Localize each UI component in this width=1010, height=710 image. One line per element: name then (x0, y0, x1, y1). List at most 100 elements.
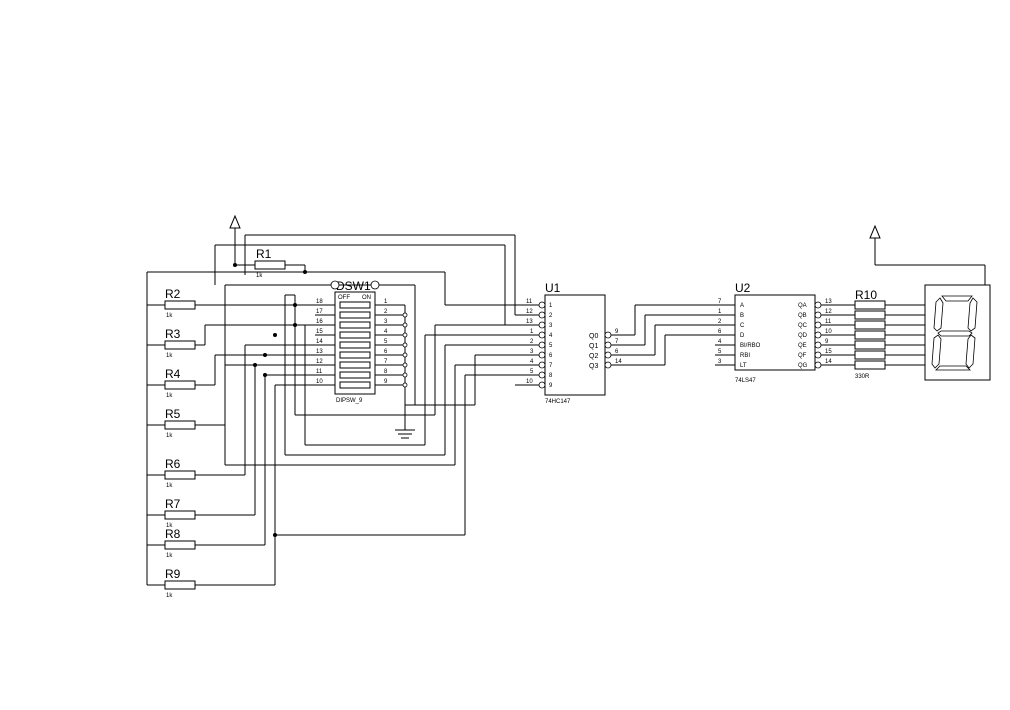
pin-number: 7 (718, 299, 722, 305)
switch-slot[interactable] (339, 301, 371, 309)
pin-label: QG (798, 363, 808, 369)
resistor-array-r10: R10 330R (854, 288, 886, 380)
pin-marker-icon (370, 280, 380, 290)
pin-number: 18 (316, 299, 323, 305)
pin-label: 5 (549, 343, 553, 349)
pin-number: 12 (316, 359, 323, 365)
pin-marker-icon (330, 280, 340, 290)
pin-number: 9 (825, 339, 829, 345)
pin-label: 1 (549, 303, 553, 309)
resistor-ref: R7 (165, 497, 181, 511)
ic-part: 74HC147 (545, 399, 571, 405)
switch-slot[interactable] (339, 341, 371, 349)
resistor-value: 1k (166, 393, 173, 399)
segment-d (935, 365, 971, 371)
pin-number: 9 (615, 329, 619, 335)
pin-label: QD (798, 333, 808, 339)
resistor-ref: R4 (165, 367, 181, 381)
pin-label: LT (740, 363, 747, 369)
pin-number: 14 (316, 339, 323, 345)
pin-number: 10 (526, 379, 533, 385)
switch-slot[interactable] (339, 331, 371, 339)
segment-e (931, 334, 942, 369)
ic-u1: U1 74HC147 11 12 13 1 2 3 4 5 10 1 2 3 4… (526, 281, 622, 405)
segment-c (965, 334, 976, 369)
switch-slot[interactable] (339, 381, 371, 389)
dipswitch-left-pins: 18 17 16 15 14 13 12 11 10 (316, 299, 323, 385)
segment-a (941, 295, 973, 302)
dipswitch-part: DIPSW_9 (336, 398, 363, 404)
resistor-ref: R8 (165, 527, 181, 541)
pin-number: 4 (530, 359, 534, 365)
pin-label: 3 (549, 323, 553, 329)
ic-u2: U2 74LS47 7 1 2 6 4 5 3 A B C D BI/RBO R… (718, 281, 832, 384)
resistor-array-ref: R10 (855, 288, 877, 302)
pin-number: 11 (825, 319, 832, 325)
pin-label: BI/RBO (740, 343, 761, 349)
pin-label: Q2 (589, 353, 598, 360)
resistor-r5: R5 1k (164, 407, 196, 439)
pin-number: 13 (316, 349, 323, 355)
pin-label: QF (798, 353, 807, 359)
pin-label: QC (798, 323, 808, 329)
pin-number: 15 (825, 349, 832, 355)
resistor-ref: R5 (165, 407, 181, 421)
pin-label: Q0 (589, 333, 598, 340)
pin-number: 10 (316, 379, 323, 385)
pin-number: 5 (384, 339, 388, 345)
pin-label: A (740, 303, 744, 309)
resistor-ref: R6 (165, 457, 181, 471)
pin-number: 13 (825, 299, 832, 305)
pin-label: Q1 (589, 343, 598, 350)
junction-dots (233, 263, 307, 537)
resistor-r9: R9 1k (164, 567, 196, 599)
dipswitch-bus-dots (402, 312, 408, 388)
switch-slot[interactable] (339, 371, 371, 379)
resistor-value: 1k (166, 553, 173, 559)
pin-number: 10 (825, 329, 832, 335)
dipswitch-right-pins: 1 2 3 4 5 6 7 8 9 (384, 299, 388, 385)
resistor-value: 1k (166, 353, 173, 359)
pin-number: 7 (384, 359, 388, 365)
pin-label: 6 (549, 353, 553, 359)
resistor-value: 1k (166, 433, 173, 439)
resistor-r4: R4 1k (164, 367, 196, 399)
pin-number: 2 (718, 319, 722, 325)
pin-number: 2 (384, 309, 388, 315)
pin-number: 6 (384, 349, 388, 355)
switch-slot[interactable] (339, 321, 371, 329)
pin-number: 1 (384, 299, 388, 305)
resistor-r3: R3 1k (164, 327, 196, 359)
switch-slot[interactable] (339, 351, 371, 359)
resistor-r7: R7 1k (164, 497, 196, 529)
resistor-r8: R8 1k (164, 527, 196, 559)
pin-label: Q3 (589, 363, 598, 370)
on-label: ON (362, 295, 371, 301)
pin-number: 1 (718, 309, 722, 315)
resistor-value: 1k (166, 313, 173, 319)
switch-slot[interactable] (339, 311, 371, 319)
pin-number: 8 (384, 369, 388, 375)
resistor-ref: R9 (165, 567, 181, 581)
seven-segment-display (924, 284, 991, 381)
pin-label: 4 (549, 333, 553, 339)
pin-number: 5 (530, 369, 534, 375)
resistor-value: 1k (256, 273, 263, 279)
resistor-ref: R1 (256, 247, 272, 261)
pin-label: B (740, 313, 744, 319)
pin-number: 12 (526, 309, 533, 315)
u1-output-pins: Q0 Q1 Q2 Q3 9 7 6 14 (589, 329, 622, 370)
dipswitch-dsw1: DSW1 OFF ON DIPSW_9 18 17 16 15 14 13 12… (316, 279, 408, 404)
pin-label: C (740, 323, 745, 329)
pin-number: 9 (384, 379, 388, 385)
pin-number: 13 (526, 319, 533, 325)
pin-number: 14 (615, 359, 622, 365)
switch-slot[interactable] (339, 361, 371, 369)
wires (146, 228, 986, 586)
pin-number: 15 (316, 329, 323, 335)
pin-label: QE (798, 343, 807, 349)
segment-g (937, 330, 973, 337)
vcc-symbol-left (229, 214, 241, 229)
u2-input-pins: 7 1 2 6 4 5 3 A B C D BI/RBO RBI LT (718, 299, 761, 369)
